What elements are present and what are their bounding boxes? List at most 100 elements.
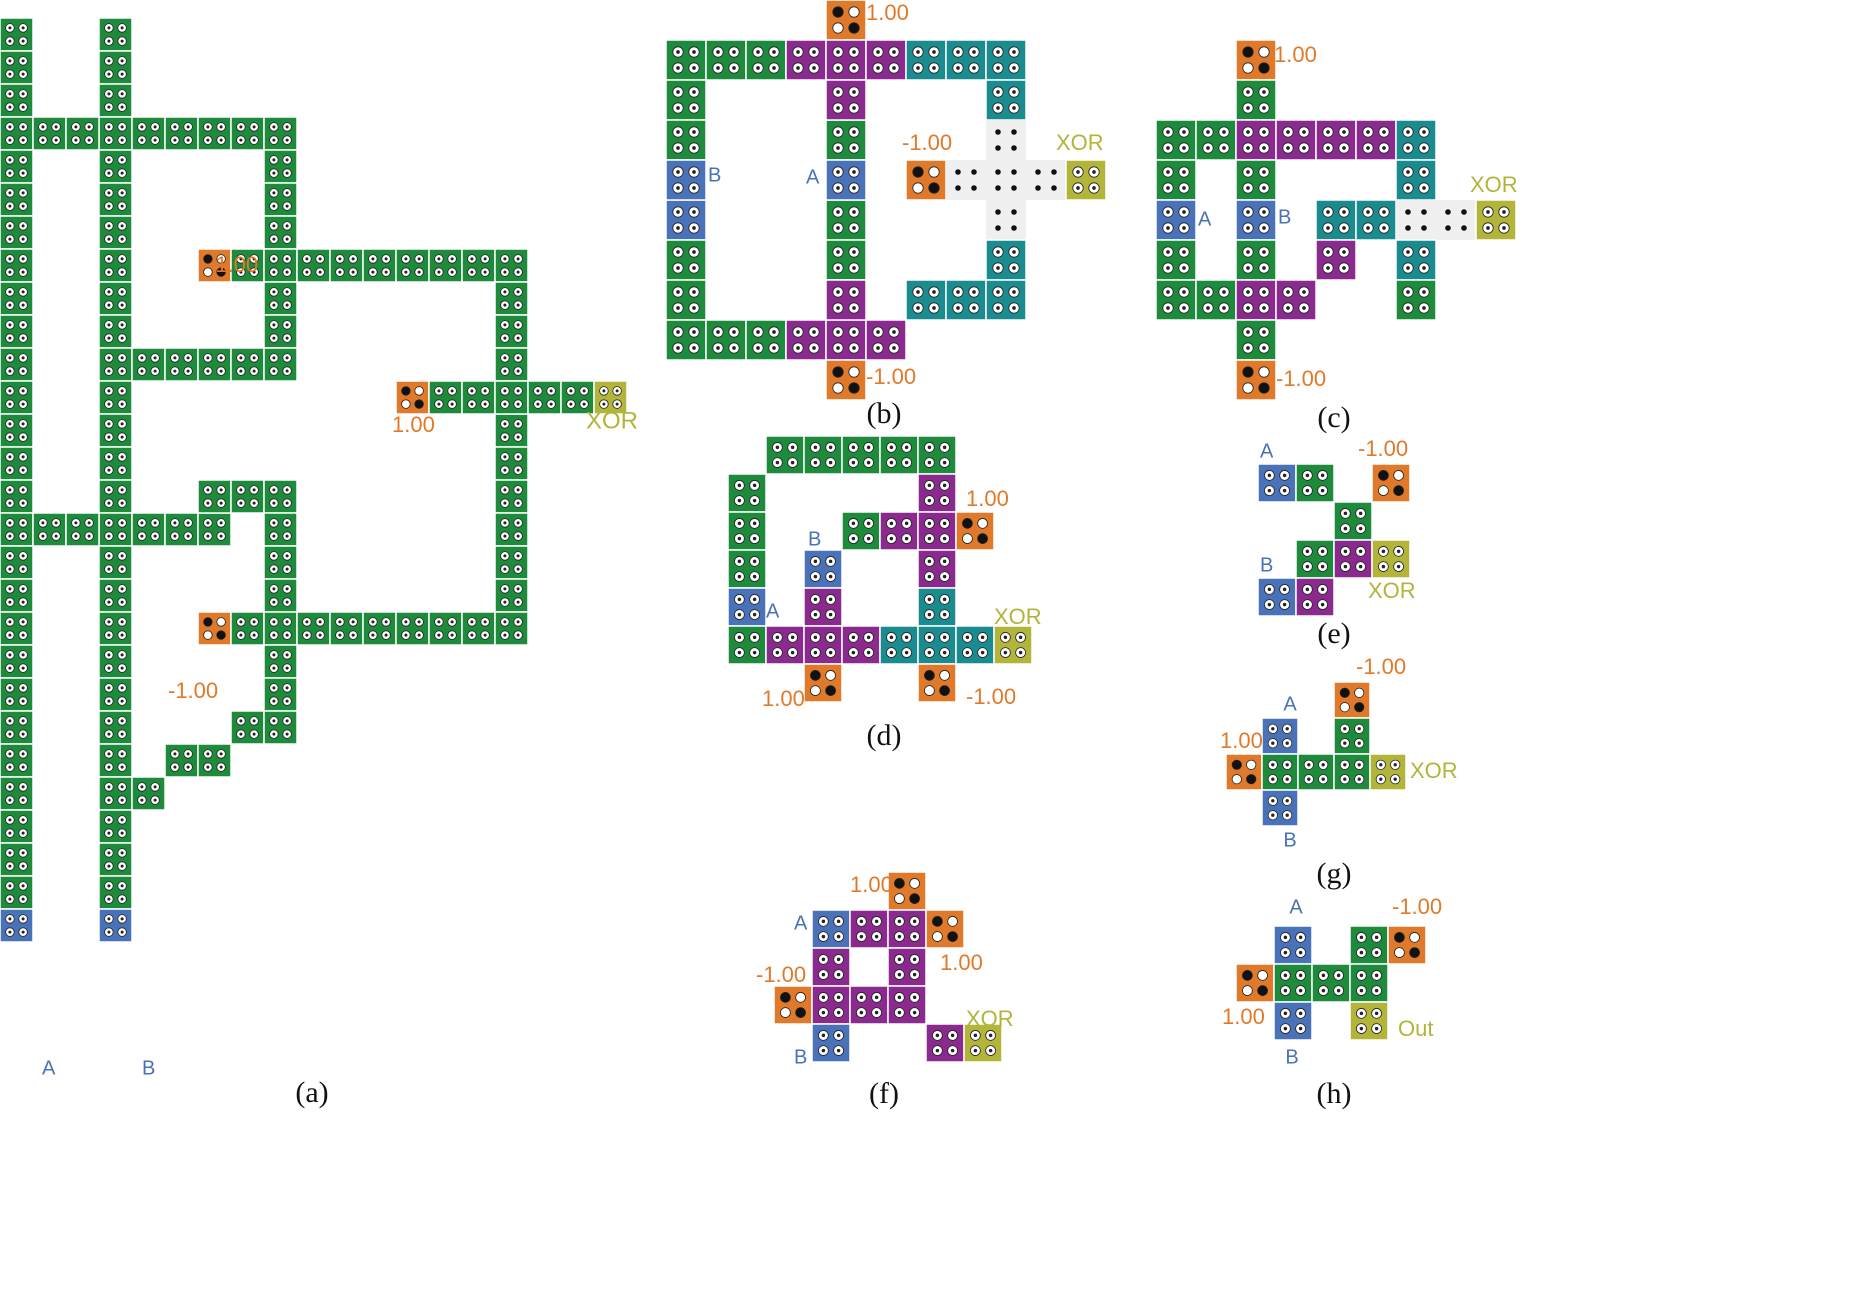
b-cell-blank xyxy=(986,160,1026,200)
f-label-pos-top: 1.00 xyxy=(850,872,893,897)
h-label-out: Out xyxy=(1398,1016,1433,1041)
panel-caption-g: (g) xyxy=(1317,857,1352,890)
a-cell-green xyxy=(494,512,529,547)
a-cell-green xyxy=(0,347,34,382)
g-cell-green xyxy=(1333,753,1371,791)
h-cell-green xyxy=(1349,963,1389,1003)
a-cell-green xyxy=(65,116,100,151)
f-cell-purple xyxy=(811,985,851,1025)
a-cell-green xyxy=(230,479,265,514)
c-cell-green xyxy=(1155,279,1197,321)
b-cell-blue xyxy=(825,159,867,201)
c-cell-green xyxy=(1235,159,1277,201)
h-label-b: B xyxy=(1285,1046,1298,1068)
b-label-a: A xyxy=(806,166,820,188)
c-cell-teal xyxy=(1315,199,1357,241)
a-cell-green xyxy=(494,347,529,382)
c-cell-green xyxy=(1195,279,1237,321)
a-cell-green xyxy=(0,215,34,250)
f-label-a: A xyxy=(794,912,808,934)
a-cell-green xyxy=(0,578,34,613)
a-cell-green xyxy=(560,380,595,415)
a-cell-green xyxy=(164,743,199,778)
a-cell-green xyxy=(494,314,529,349)
c-cell-blank xyxy=(1436,200,1476,240)
b-cell-purple xyxy=(825,39,867,81)
a-cell-green xyxy=(0,182,34,217)
panel-caption-e: (e) xyxy=(1317,617,1350,650)
c-label-neg: -1.00 xyxy=(1276,366,1326,391)
c-cell-teal xyxy=(1395,159,1437,201)
d-cell-blue xyxy=(727,587,767,627)
a-cell-green xyxy=(98,875,133,910)
a-cell-blue xyxy=(98,908,133,943)
d-cell-green xyxy=(803,435,843,475)
a-cell-green xyxy=(0,875,34,910)
a-cell-green xyxy=(0,281,34,316)
b-cell-blank xyxy=(986,200,1026,240)
a-cell-green xyxy=(527,380,562,415)
a-cell-green xyxy=(98,413,133,448)
a-cell-green xyxy=(230,611,265,646)
b-cell-green xyxy=(665,79,707,121)
g-label-xor: XOR xyxy=(1410,758,1458,783)
c-cell-green xyxy=(1155,239,1197,281)
a-cell-green xyxy=(164,347,199,382)
panel-caption-a: (a) xyxy=(295,1076,328,1109)
a-cell-orange xyxy=(395,380,430,415)
d-label-neg: -1.00 xyxy=(966,684,1016,709)
panel-caption-c: (c) xyxy=(1317,401,1350,434)
c-cell-green xyxy=(1155,119,1197,161)
a-cell-green xyxy=(263,479,298,514)
a-cell-green xyxy=(0,380,34,415)
a-label-input-a: A xyxy=(42,1057,56,1079)
a-cell-green xyxy=(0,644,34,679)
g-cell-green xyxy=(1333,717,1371,755)
d-cell-green xyxy=(879,435,919,475)
a-cell-green xyxy=(230,248,265,283)
a-cell-green xyxy=(131,776,166,811)
a-cell-green xyxy=(263,545,298,580)
c-cell-purple xyxy=(1235,119,1277,161)
h-cell-green xyxy=(1349,925,1389,965)
b-cell-orange xyxy=(825,0,867,41)
g-label-b: B xyxy=(1283,829,1296,851)
b-cell-blank xyxy=(986,120,1026,160)
b-cell-purple xyxy=(865,39,907,81)
a-cell-orange xyxy=(197,248,232,283)
d-cell-green xyxy=(727,549,767,589)
a-cell-green xyxy=(131,512,166,547)
a-cell-green xyxy=(0,116,34,151)
b-cell-green xyxy=(705,39,747,81)
b-cell-orange xyxy=(905,159,947,201)
g-cell-orange xyxy=(1333,681,1371,719)
b-cell-green xyxy=(665,279,707,321)
a-cell-green xyxy=(0,446,34,481)
a-cell-green xyxy=(0,17,34,52)
d-cell-purple xyxy=(803,625,843,665)
c-cell-blue xyxy=(1235,199,1277,241)
c-cell-green xyxy=(1155,159,1197,201)
a-cell-green xyxy=(197,479,232,514)
a-cell-green xyxy=(98,83,133,118)
d-cell-purple xyxy=(765,625,805,665)
e-cell-blue xyxy=(1257,463,1297,503)
b-cell-teal xyxy=(985,239,1027,281)
g-label-a: A xyxy=(1283,693,1297,715)
b-cell-purple xyxy=(825,279,867,321)
a-cell-green xyxy=(494,578,529,613)
a-cell-green xyxy=(0,545,34,580)
a-cell-green xyxy=(494,248,529,283)
c-cell-purple xyxy=(1275,279,1317,321)
a-cell-green xyxy=(0,611,34,646)
f-cell-purple xyxy=(849,985,889,1025)
b-cell-teal xyxy=(985,39,1027,81)
b-cell-green xyxy=(745,319,787,361)
f-cell-blue xyxy=(811,909,851,949)
f-label-neg: -1.00 xyxy=(756,962,806,987)
c-label-a: A xyxy=(1198,208,1212,230)
d-cell-green xyxy=(727,625,767,665)
d-cell-purple xyxy=(879,511,919,551)
a-cell-green xyxy=(263,182,298,217)
b-cell-blank xyxy=(1026,160,1066,200)
